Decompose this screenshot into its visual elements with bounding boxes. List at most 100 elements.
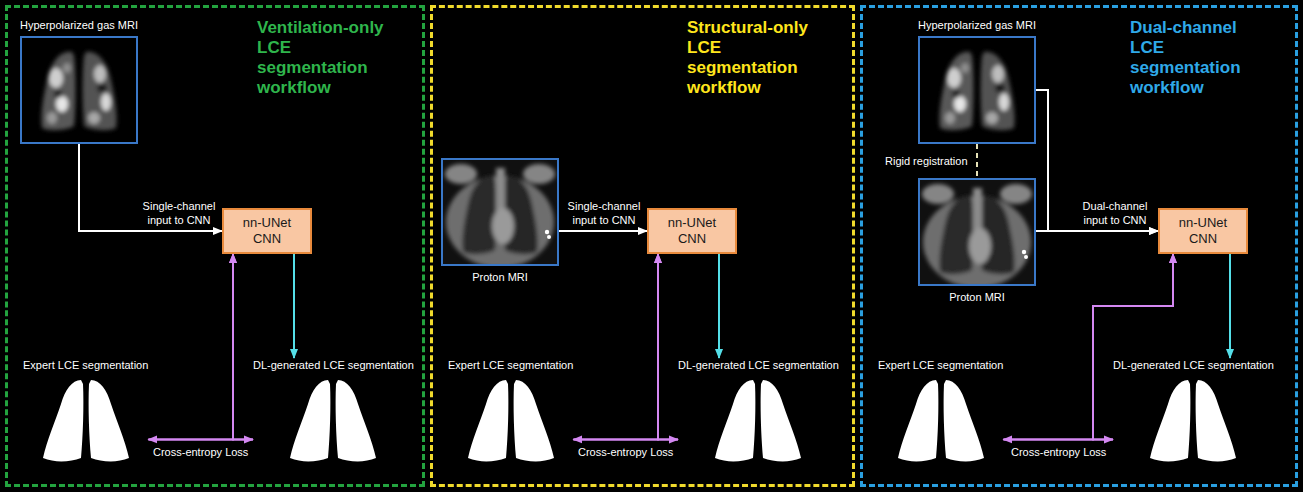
segmentation-caption: DL-generated LCE segmentation xyxy=(678,358,839,372)
dl-segmentation: DL-generated LCE segmentation xyxy=(253,358,414,464)
mri-texture xyxy=(88,112,100,124)
panel-title: Ventilation-only LCE segmentation workfl… xyxy=(257,18,412,98)
cnn-box: nn-UNet CNN xyxy=(222,208,312,254)
mri-texture xyxy=(986,112,998,124)
lung-shape xyxy=(761,380,801,461)
mri-texture xyxy=(1000,184,1032,204)
mri-texture xyxy=(22,38,136,142)
cnn-label: nn-UNet CNN xyxy=(237,215,297,247)
expert-segmentation: Expert LCE segmentation xyxy=(878,358,1003,464)
workflow-panel: Dual-channel LCE segmentation workflow Hy… xyxy=(860,5,1298,487)
mri-texture xyxy=(920,38,1034,142)
lung-mask xyxy=(461,376,561,464)
mri-texture xyxy=(41,52,116,130)
lung-shape xyxy=(1150,380,1190,461)
registration-line xyxy=(976,144,978,178)
lung-shape xyxy=(513,380,553,461)
mri-texture xyxy=(492,208,514,244)
lung-mask xyxy=(283,376,383,464)
mri-texture xyxy=(995,83,1005,93)
flow-arrow xyxy=(148,254,233,439)
lung-shape xyxy=(336,380,376,461)
flow-arrow xyxy=(658,254,678,439)
segmentation-caption: DL-generated LCE segmentation xyxy=(1113,358,1274,372)
mri-texture xyxy=(545,230,549,234)
image-caption: Hyperpolarized gas MRI xyxy=(20,18,138,32)
proton-mri-image: Proton MRI xyxy=(918,178,1036,304)
edge-label: Rigid registration xyxy=(884,154,969,168)
lung-mask xyxy=(708,376,808,464)
lung-shape xyxy=(898,380,938,461)
mri-texture xyxy=(922,184,1032,284)
flow-arrow xyxy=(559,230,647,232)
cnn-box: nn-UNet CNN xyxy=(1158,208,1248,254)
mri-texture xyxy=(961,63,969,73)
mri-image xyxy=(20,36,138,144)
expert-segmentation: Expert LCE segmentation xyxy=(448,358,573,464)
segmentation-caption: Expert LCE segmentation xyxy=(878,358,1003,372)
mri-texture xyxy=(94,65,106,83)
gas-mri-image: Hyperpolarized gas MRI xyxy=(20,18,138,144)
lung-shape xyxy=(43,380,83,461)
mri-texture xyxy=(54,90,62,98)
flow-arrow xyxy=(79,144,222,231)
mri-texture xyxy=(945,112,955,124)
image-caption: Proton MRI xyxy=(918,290,1036,304)
expert-segmentation: Expert LCE segmentation xyxy=(23,358,148,464)
panel-title: Structural-only LCE segmentation workflo… xyxy=(687,18,842,98)
panel-title: Dual-channel LCE segmentation workflow xyxy=(1130,18,1285,98)
flow-arrow xyxy=(1093,254,1173,439)
mri-texture xyxy=(63,63,71,73)
flow-arrow xyxy=(1229,254,1231,358)
segmentation-caption: DL-generated LCE segmentation xyxy=(253,358,414,372)
lung-shape xyxy=(283,376,383,464)
workflow-panel: Structural-only LCE segmentation workflo… xyxy=(430,5,855,487)
mri-texture xyxy=(920,180,1034,284)
mri-texture xyxy=(992,65,1004,83)
image-caption: Proton MRI xyxy=(441,270,559,284)
mri-texture xyxy=(97,83,107,93)
lung-mask xyxy=(36,376,136,464)
edge-label: Single-channel input to CNN xyxy=(140,199,218,227)
mri-texture xyxy=(939,196,973,274)
lung-mask xyxy=(1143,376,1243,464)
flow-arrow xyxy=(1036,230,1158,232)
lung-shape xyxy=(88,380,128,461)
mri-texture xyxy=(973,188,982,232)
edge-label: Dual-channel input to CNN xyxy=(1076,199,1154,227)
lung-shape xyxy=(891,376,991,464)
mri-texture xyxy=(22,38,136,142)
lung-shape xyxy=(708,376,808,464)
mri-texture xyxy=(920,38,1034,142)
mri-texture xyxy=(443,160,557,264)
cnn-label: nn-UNet CNN xyxy=(662,215,722,247)
lung-shape xyxy=(715,380,755,461)
flow-arrow xyxy=(233,254,253,439)
mri-texture xyxy=(952,90,960,98)
lung-shape xyxy=(943,380,983,461)
mri-image xyxy=(918,36,1036,144)
segmentation-caption: Expert LCE segmentation xyxy=(23,358,148,372)
mri-image xyxy=(918,178,1036,286)
mri-texture xyxy=(947,68,961,88)
mri-texture xyxy=(101,93,111,111)
flow-arrow xyxy=(718,254,720,358)
mri-texture xyxy=(445,164,477,184)
flow-arrow xyxy=(293,254,295,358)
cnn-label: nn-UNet CNN xyxy=(1173,215,1233,247)
flow-arrow xyxy=(1036,90,1158,231)
mri-texture xyxy=(41,52,75,130)
edge-label: Single-channel input to CNN xyxy=(565,199,643,227)
cnn-box: nn-UNet CNN xyxy=(647,208,737,254)
mri-texture xyxy=(954,96,966,112)
lung-shape xyxy=(1196,380,1236,461)
mri-texture xyxy=(47,112,57,124)
mri-texture xyxy=(462,176,496,254)
gas-mri-image: Hyperpolarized gas MRI xyxy=(918,18,1036,144)
lung-shape xyxy=(36,376,136,464)
mri-texture xyxy=(1022,250,1026,254)
dl-segmentation: DL-generated LCE segmentation xyxy=(678,358,839,464)
mri-texture xyxy=(1024,255,1028,259)
edge-label: Cross-entropy Loss xyxy=(152,445,249,459)
mri-texture xyxy=(523,164,555,184)
